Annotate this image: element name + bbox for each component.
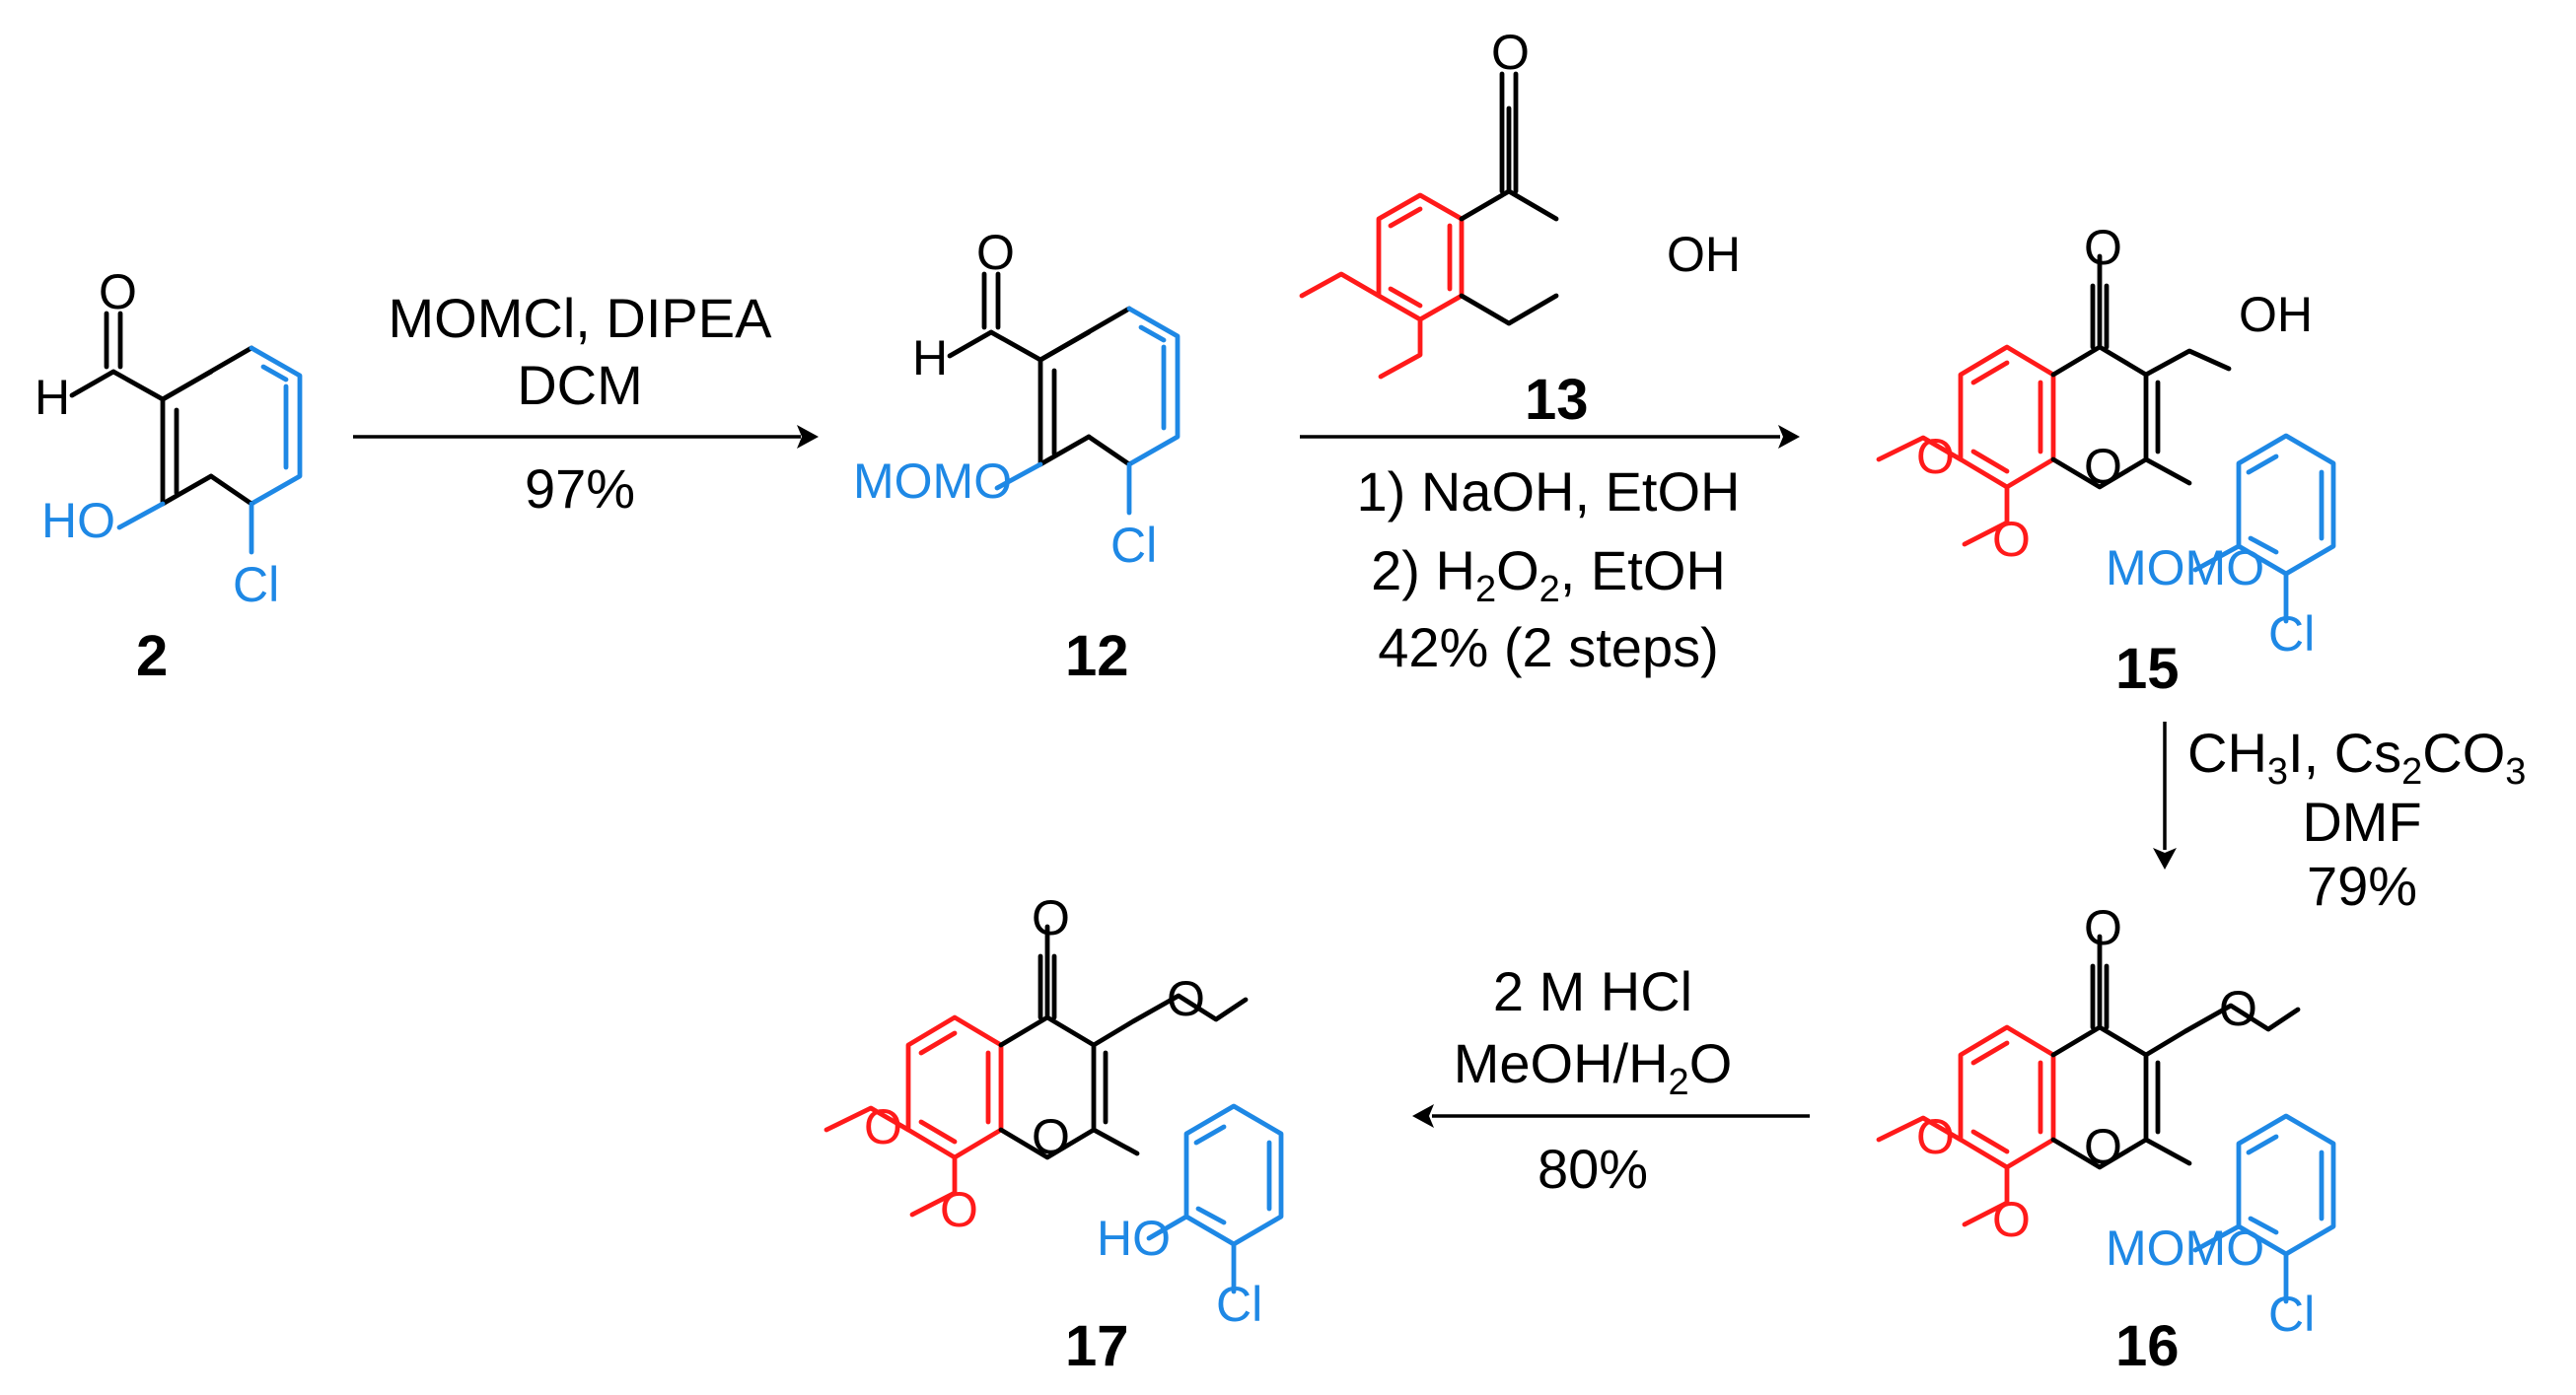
atom-ho: HO	[1097, 1211, 1171, 1266]
step1-arrowhead	[797, 425, 819, 449]
atom-o: O	[1167, 971, 1205, 1026]
step4-meoh: MeOH/H	[1454, 1032, 1669, 1094]
atom-o: O	[1032, 1109, 1070, 1164]
step3-ics: I, Cs	[2288, 722, 2401, 784]
atom-o: O	[2084, 900, 2122, 955]
atom-o: O	[976, 225, 1015, 280]
compound-15: O OH O MOMO Cl O O 15	[1876, 220, 2336, 701]
atom-o: O	[2219, 981, 2257, 1036]
atom-o: O	[1916, 429, 1955, 484]
atom-o: O	[864, 1099, 902, 1154]
atom-oh: OH	[1667, 227, 1741, 282]
compound-2: O H HO Cl 2	[35, 264, 303, 688]
step2-h: 2) H	[1371, 539, 1475, 601]
step3-solvent: DMF	[2302, 791, 2421, 853]
compound-label-13: 13	[1525, 368, 1589, 432]
step2-line2: 2) H2O2, EtOH	[1371, 539, 1726, 610]
step2-sub2: 2	[1539, 569, 1560, 610]
atom-o: O	[99, 264, 137, 319]
step4-solvent: MeOH/H2O	[1454, 1032, 1733, 1103]
atom-o: O	[2084, 1119, 2122, 1174]
atom-o: O	[1032, 890, 1070, 945]
atom-momo: MOMO	[2106, 540, 2264, 595]
step1-reagents: MOMCl, DIPEA	[389, 287, 773, 349]
compound-label-15: 15	[2115, 637, 2180, 701]
atom-cl: Cl	[2268, 606, 2315, 662]
step-4: 2 M HCl MeOH/H2O 80%	[1412, 960, 1810, 1200]
step4-reagent: 2 M HCl	[1493, 960, 1692, 1022]
step-3: CH3I, Cs2CO3 DMF 79%	[2153, 722, 2526, 917]
atom-o: O	[1491, 25, 1530, 80]
step3-line1: CH3I, Cs2CO3	[2187, 722, 2526, 793]
atom-o: O	[2084, 220, 2122, 275]
step-2: 1) NaOH, EtOH 2) H2O2, EtOH 42% (2 steps…	[1300, 425, 1800, 678]
compound-label-2: 2	[136, 624, 168, 688]
step-1: MOMCl, DIPEA DCM 97%	[353, 287, 819, 520]
compound-16: O O O MOMO Cl O O 16	[1876, 900, 2336, 1378]
step3-ch: CH	[2187, 722, 2267, 784]
step3-yield: 79%	[2307, 855, 2417, 917]
atom-o: O	[1916, 1109, 1955, 1164]
atom-ho: HO	[41, 493, 115, 548]
compound-label-12: 12	[1065, 624, 1129, 688]
atom-cl: Cl	[233, 557, 279, 612]
step3-sub2: 2	[2401, 751, 2422, 793]
step3-sub3: 3	[2505, 751, 2526, 793]
step4-sub: 2	[1669, 1062, 1689, 1103]
compound-17: O O O HO Cl O O 17	[823, 890, 1284, 1378]
step2-sub1: 2	[1475, 569, 1496, 610]
atom-o: O	[1992, 512, 2031, 567]
atom-oh: OH	[2239, 287, 2313, 342]
step3-co: CO	[2422, 722, 2505, 784]
step4-arrowhead	[1412, 1104, 1434, 1128]
step3-sub1: 3	[2267, 751, 2288, 793]
compound-label-17: 17	[1065, 1314, 1129, 1378]
atom-momo: MOMO	[2106, 1221, 2264, 1276]
atom-o: O	[2084, 439, 2122, 494]
step2-line1: 1) NaOH, EtOH	[1357, 460, 1741, 523]
atom-h: H	[912, 330, 948, 385]
atom-cl: Cl	[1110, 518, 1157, 573]
step3-arrowhead	[2153, 848, 2177, 870]
step4-yield: 80%	[1538, 1138, 1648, 1200]
atom-momo: MOMO	[853, 453, 1012, 509]
atom-cl: Cl	[1216, 1277, 1262, 1332]
atom-o: O	[1992, 1192, 2031, 1247]
compound-label-16: 16	[2115, 1314, 2180, 1378]
atom-cl: Cl	[2268, 1287, 2315, 1342]
step1-solvent: DCM	[517, 354, 643, 416]
step2-arrowhead	[1778, 425, 1800, 449]
compound-12: O H MOMO Cl 12	[853, 225, 1181, 688]
atom-h: H	[35, 370, 70, 425]
step1-yield: 97%	[525, 457, 635, 520]
compound-13: O OH 13	[1299, 25, 1741, 432]
step2-etoh: , EtOH	[1560, 539, 1726, 601]
atom-o: O	[940, 1182, 978, 1237]
step2-yield: 42% (2 steps)	[1378, 616, 1719, 678]
step2-o: O	[1496, 539, 1539, 601]
step4-o: O	[1689, 1032, 1733, 1094]
